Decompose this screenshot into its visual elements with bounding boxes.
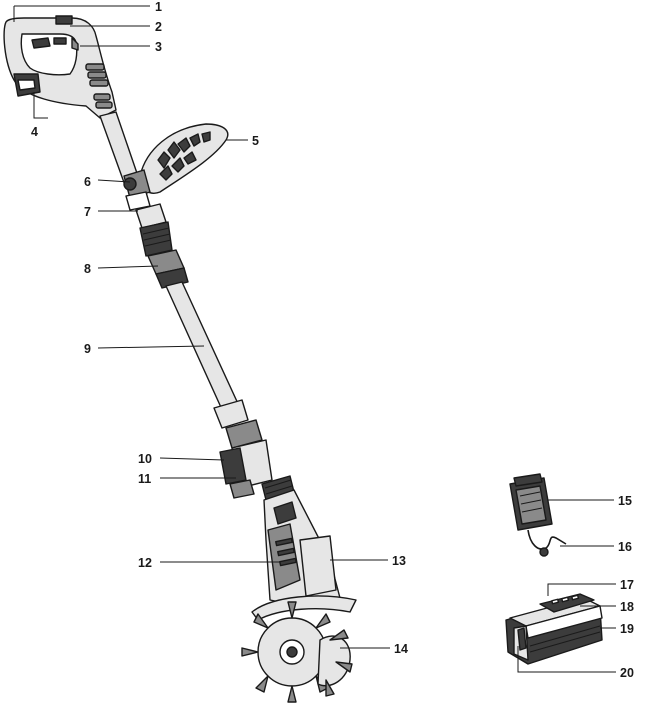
callout-9: 9	[84, 342, 91, 356]
callout-4: 4	[31, 125, 38, 139]
callout-14: 14	[394, 642, 408, 656]
callout-5: 5	[252, 134, 259, 148]
callout-12: 12	[138, 556, 152, 570]
tine-rotor	[241, 601, 353, 703]
leader-lines	[13, 5, 616, 673]
callout-15: 15	[618, 494, 632, 508]
charger-drawing	[509, 473, 567, 557]
callout-10: 10	[138, 452, 152, 466]
handle-assembly	[3, 15, 117, 119]
shaft-coupler	[135, 203, 189, 289]
battery-drawing	[505, 593, 603, 665]
callout-13: 13	[392, 554, 406, 568]
callout-1: 1	[155, 0, 162, 14]
callout-7: 7	[84, 205, 91, 219]
tiller-drawing	[3, 15, 357, 703]
callout-6: 6	[84, 175, 91, 189]
callout-20: 20	[620, 666, 634, 680]
callout-8: 8	[84, 262, 91, 276]
callout-18: 18	[620, 600, 634, 614]
callout-17: 17	[620, 578, 634, 592]
callout-11: 11	[138, 472, 151, 486]
callout-3: 3	[155, 40, 162, 54]
gear-housing	[263, 489, 341, 607]
callout-16: 16	[618, 540, 632, 554]
callout-labels: 1 2 3 4 5 6 7 8 9 10 11 12 13 14 15 16 1…	[31, 0, 634, 680]
callout-19: 19	[620, 622, 634, 636]
auxiliary-handle	[123, 123, 229, 211]
callout-2: 2	[155, 20, 162, 34]
